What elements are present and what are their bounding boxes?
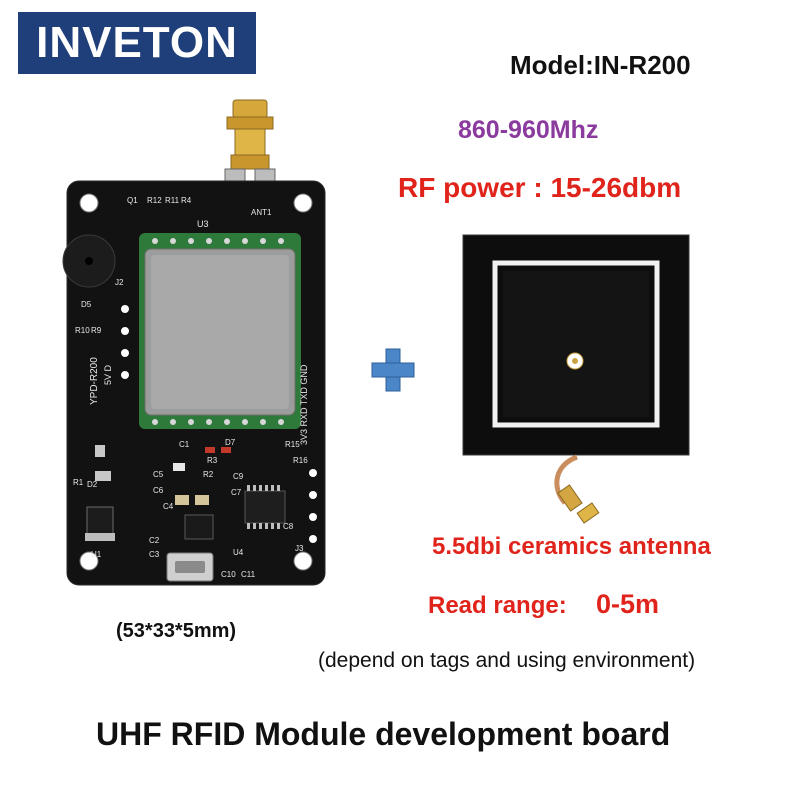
- silkscreen-label: R16: [293, 456, 308, 465]
- silkscreen-label: U1: [91, 550, 102, 559]
- silkscreen-label: J2: [115, 278, 124, 287]
- silkscreen-label: U4: [233, 548, 244, 557]
- silkscreen-label: R3: [207, 456, 218, 465]
- silkscreen-label: C6: [153, 486, 164, 495]
- silkscreen-label: C2: [149, 536, 160, 545]
- depend-note: (depend on tags and using environment): [318, 649, 696, 672]
- silkscreen-label: D2: [87, 480, 98, 489]
- pin-labels-silkscreen: 3V3 RXD TXD GND: [299, 364, 309, 445]
- silkscreen-label: Q1: [127, 196, 138, 205]
- silkscreen-label: R1: [73, 478, 84, 487]
- footer-title: UHF RFID Module development board: [96, 716, 671, 752]
- silkscreen-label: R2: [203, 470, 214, 479]
- model-label: Model:IN-R200: [510, 50, 691, 80]
- silkscreen-label: D7: [225, 438, 236, 447]
- silkscreen-label: C1: [179, 440, 190, 449]
- silkscreen-label: C3: [149, 550, 160, 559]
- silkscreen-label: R4: [181, 196, 192, 205]
- module-name-silkscreen: YPD-R200: [89, 357, 100, 405]
- brand-logo: INVETON: [18, 12, 256, 74]
- ceramic-antenna-image: [462, 234, 690, 524]
- silkscreen-label: R15: [285, 440, 300, 449]
- rf-power-label: RF power : 15-26dbm: [398, 172, 682, 203]
- silkscreen-label: ANT1: [251, 208, 272, 217]
- silkscreen-label: C5: [153, 470, 164, 479]
- silkscreen-label: C11: [241, 570, 256, 579]
- silkscreen-label: C9: [233, 472, 244, 481]
- chip-label-silkscreen: U3: [197, 219, 209, 229]
- silkscreen-label: R11: [165, 196, 180, 205]
- read-range-value: 0-5m: [596, 589, 660, 619]
- read-range-label: Read range:: [428, 592, 567, 619]
- plus-icon: [371, 348, 415, 392]
- silkscreen-label: C8: [283, 522, 294, 531]
- dimensions-label: (53*33*5mm): [116, 620, 237, 642]
- silkscreen-label: R10: [75, 326, 90, 335]
- silkscreen-label: J3: [295, 544, 304, 553]
- silkscreen-label: C7: [231, 488, 242, 497]
- ic-chip-icon: [244, 490, 286, 524]
- silkscreen-label: C4: [163, 502, 174, 511]
- silkscreen-label: R9: [91, 326, 102, 335]
- frequency-label: 860-960Mhz: [458, 116, 599, 144]
- silkscreen-label: R12: [147, 196, 162, 205]
- silkscreen-label: D5: [81, 300, 92, 309]
- pin-note-silkscreen: 5V D: [103, 364, 113, 385]
- silkscreen-label: C10: [221, 570, 236, 579]
- antenna-label: 5.5dbi ceramics antenna: [432, 533, 711, 560]
